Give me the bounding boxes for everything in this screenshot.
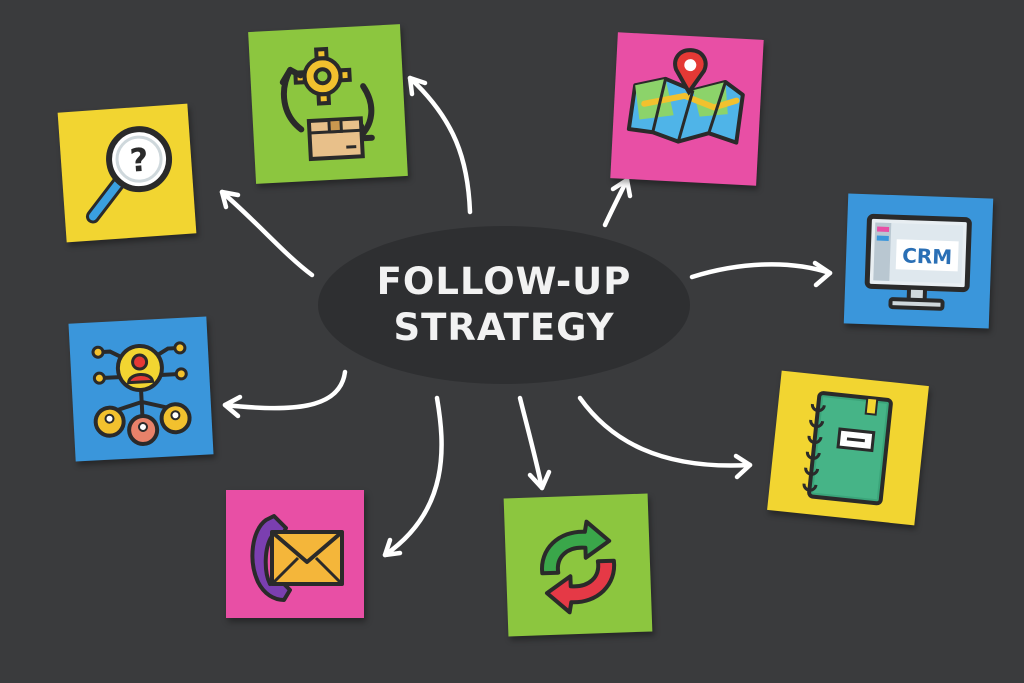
refresh-arrows-icon [540, 519, 617, 615]
center-title-line2: STRATEGY [393, 306, 615, 349]
card-refresh [503, 493, 653, 637]
crm-label: CRM [902, 243, 953, 269]
notebook-icon [802, 391, 893, 506]
arrow-to-refresh [517, 395, 552, 491]
card-search: ? [57, 103, 197, 243]
arrow-to-contact [382, 395, 444, 558]
arrow-to-network [222, 369, 348, 419]
gear-box-cycle-icon [279, 46, 375, 162]
crm-monitor-icon: CRM [864, 213, 972, 311]
arrow-to-notebook [577, 395, 753, 480]
card-network [68, 316, 214, 462]
phone-envelope-icon [250, 514, 344, 602]
card-crm: CRM [843, 193, 994, 329]
map-pin-icon [626, 48, 745, 145]
center-title-line1: FOLLOW-UP [376, 260, 632, 303]
card-contact [226, 490, 364, 618]
card-map [610, 32, 764, 186]
center-title-bubble: FOLLOW-UP STRATEGY [318, 226, 690, 384]
people-network-icon [91, 341, 192, 446]
arrow-to-search [219, 189, 315, 278]
arrow-to-map [602, 177, 633, 228]
magnifier-question-icon: ? [85, 126, 173, 224]
arrow-to-crm [689, 260, 833, 288]
card-logistics [248, 24, 408, 184]
arrow-to-logistics [407, 75, 473, 215]
card-notebook [767, 370, 929, 526]
svg-text:?: ? [129, 141, 150, 180]
